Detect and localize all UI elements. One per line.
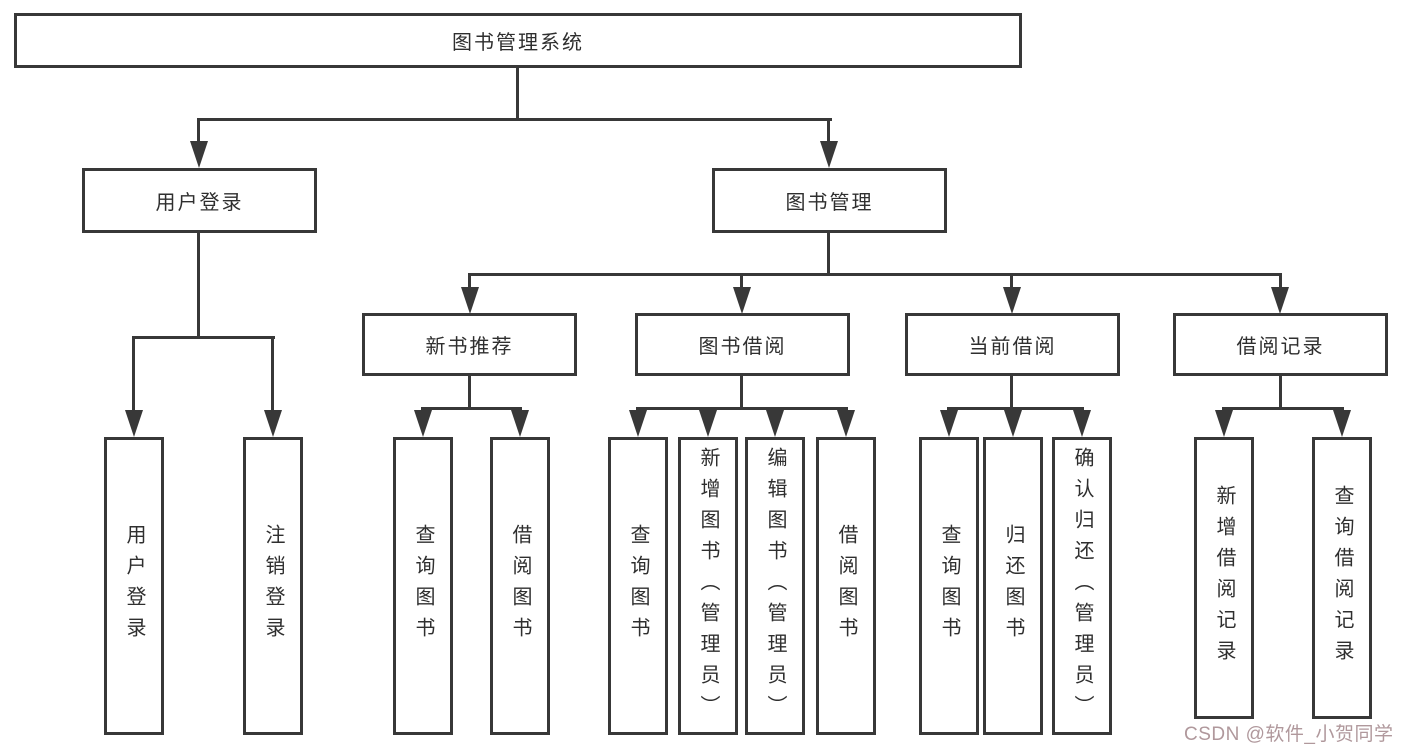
arrow-down-icon (1003, 287, 1021, 314)
watermark: CSDN @软件_小贺同学 (1184, 724, 1394, 745)
leaf-query-books-borrow: 查询图书 (608, 437, 668, 735)
node-library-system: 图书管理系统 (14, 13, 1022, 68)
node-borrow-records: 借阅记录 (1173, 313, 1388, 376)
connector-line (197, 118, 832, 121)
leaf-edit-books-admin: 编辑图书（管理员） (745, 437, 805, 735)
node-label: 注销登录 (262, 524, 284, 648)
arrow-down-icon (766, 410, 784, 437)
arrow-down-icon (820, 141, 838, 168)
node-label: 新增图书（管理员） (697, 446, 719, 726)
connector-line (827, 118, 830, 146)
node-book-borrow: 图书借阅 (635, 313, 850, 376)
connector-line (1010, 273, 1013, 289)
node-label: 当前借阅 (968, 336, 1057, 358)
leaf-borrow-books-recommend: 借阅图书 (490, 437, 550, 735)
node-label: 用户登录 (123, 524, 145, 648)
arrow-down-icon (940, 410, 958, 437)
connector-line (468, 376, 471, 407)
arrow-down-icon (1073, 410, 1091, 437)
connector-line (468, 273, 1282, 276)
connector-line (636, 407, 848, 410)
connector-line (197, 118, 200, 146)
node-label: 用户登录 (155, 192, 244, 214)
node-label: 新增借阅记录 (1213, 485, 1235, 671)
connector-line (1010, 376, 1013, 407)
arrow-down-icon (733, 287, 751, 314)
leaf-query-borrow-record: 查询借阅记录 (1312, 437, 1372, 719)
node-label: 借阅图书 (835, 524, 857, 648)
leaf-add-books-admin: 新增图书（管理员） (678, 437, 738, 735)
leaf-confirm-return-admin: 确认归还（管理员） (1052, 437, 1112, 735)
node-label: 借阅图书 (509, 524, 531, 648)
arrow-down-icon (414, 410, 432, 437)
leaf-borrow-books: 借阅图书 (816, 437, 876, 735)
arrow-down-icon (1215, 410, 1233, 437)
leaf-query-books-recommend: 查询图书 (393, 437, 453, 735)
node-label: 确认归还（管理员） (1071, 446, 1093, 726)
leaf-return-books: 归还图书 (983, 437, 1043, 735)
arrow-down-icon (125, 410, 143, 437)
node-label: 查询借阅记录 (1331, 485, 1353, 671)
connector-line (740, 273, 743, 289)
node-label: 查询图书 (627, 524, 649, 648)
arrow-down-icon (1333, 410, 1351, 437)
arrow-down-icon (699, 410, 717, 437)
arrow-down-icon (190, 141, 208, 168)
connector-line (1222, 407, 1344, 410)
connector-line (271, 336, 274, 412)
node-label: 编辑图书（管理员） (764, 446, 786, 726)
arrow-down-icon (837, 410, 855, 437)
connector-line (421, 407, 522, 410)
arrow-down-icon (511, 410, 529, 437)
connector-line (516, 68, 519, 118)
node-user-login: 用户登录 (82, 168, 317, 233)
connector-line (1279, 376, 1282, 407)
node-new-book-recommend: 新书推荐 (362, 313, 577, 376)
arrow-down-icon (264, 410, 282, 437)
node-label: 查询图书 (412, 524, 434, 648)
node-label: 图书借阅 (698, 336, 787, 358)
connector-line (740, 376, 743, 407)
arrow-down-icon (1004, 410, 1022, 437)
connector-line (947, 407, 1084, 410)
arrow-down-icon (461, 287, 479, 314)
arrow-down-icon (1271, 287, 1289, 314)
node-book-management: 图书管理 (712, 168, 947, 233)
leaf-add-borrow-record: 新增借阅记录 (1194, 437, 1254, 719)
leaf-user-login: 用户登录 (104, 437, 164, 735)
node-label: 新书推荐 (425, 336, 514, 358)
node-label: 查询图书 (938, 524, 960, 648)
connector-line (468, 273, 471, 289)
leaf-logout: 注销登录 (243, 437, 303, 735)
node-current-borrow: 当前借阅 (905, 313, 1120, 376)
connector-line (132, 336, 275, 339)
node-label: 归还图书 (1002, 524, 1024, 648)
node-label: 图书管理系统 (452, 32, 584, 54)
connector-line (132, 336, 135, 412)
connector-line (827, 233, 830, 273)
node-label: 借阅记录 (1236, 336, 1325, 358)
connector-line (197, 233, 200, 336)
node-label: 图书管理 (785, 192, 874, 214)
arrow-down-icon (629, 410, 647, 437)
leaf-query-books-current: 查询图书 (919, 437, 979, 735)
connector-line (1279, 273, 1282, 289)
